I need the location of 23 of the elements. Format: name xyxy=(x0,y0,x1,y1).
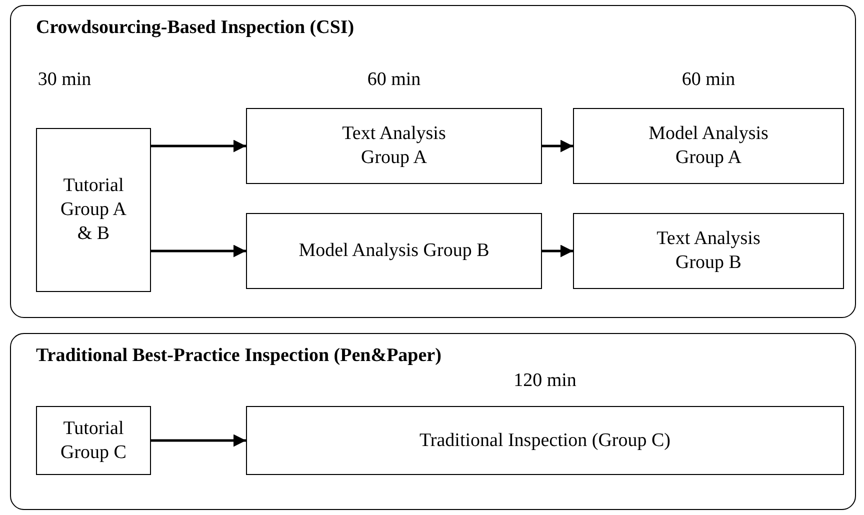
box-label: Text Analysis Group A xyxy=(341,122,447,170)
process-box xyxy=(573,213,844,289)
box-label: Tutorial Group C xyxy=(60,416,128,464)
group-panel xyxy=(10,5,856,318)
box-label: Model Analysis Group A xyxy=(648,122,770,170)
duration-label: 120 min xyxy=(512,370,578,392)
process-box xyxy=(246,213,542,289)
box-label: Traditional Inspection (Group C) xyxy=(419,428,671,452)
box-label: Text Analysis Group B xyxy=(656,227,762,275)
arrow xyxy=(542,244,573,258)
process-box xyxy=(36,406,151,475)
arrow xyxy=(151,244,246,258)
group-panel xyxy=(10,333,856,510)
arrow xyxy=(542,140,573,152)
box-label: Model Analysis Group B xyxy=(298,239,490,263)
duration-label: 60 min xyxy=(680,69,736,91)
arrow xyxy=(151,140,246,152)
group-title: Traditional Best-Practice Inspection (Pen&Paper) xyxy=(36,345,442,367)
box-label: Tutorial Group A & B xyxy=(60,174,128,246)
duration-label: 30 min xyxy=(36,69,92,91)
duration-label: 60 min xyxy=(366,69,422,91)
group-title: Crowdsourcing-Based Inspection (CSI) xyxy=(36,17,354,39)
arrow xyxy=(151,434,246,447)
